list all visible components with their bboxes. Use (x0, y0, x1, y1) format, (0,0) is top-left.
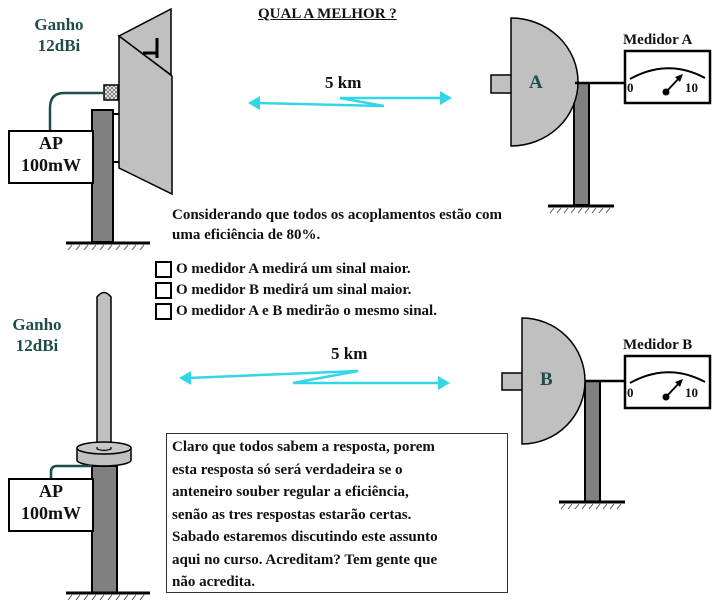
gain-label-line1: Ganho (34, 15, 84, 34)
answer-line: não acredita. (172, 574, 256, 590)
ap-box-top: AP 100mW (8, 130, 94, 184)
answer-line: anteneiro souber regular a eficiência, (172, 484, 409, 500)
answer-explanation-box: Claro que todos sabem a resposta, porem … (166, 433, 508, 593)
distance-label-top: 5 km (325, 73, 362, 92)
question-text: Considerando que todos os acoplamentos e… (172, 207, 503, 243)
cable-bottom-left (49, 464, 92, 478)
checkbox[interactable] (155, 282, 172, 299)
option-label: O medidor A medirá um sinal maior. (176, 261, 411, 277)
meter-b-scale-min: 0 (627, 385, 634, 400)
dish-label-b: B (540, 369, 553, 390)
ap-box-bottom: AP 100mW (8, 478, 94, 532)
ap-power: 100mW (21, 503, 81, 523)
feed-horn-a (490, 74, 513, 94)
option-same-signal[interactable]: O medidor A e B medirão o mesmo sinal. (155, 301, 437, 322)
page-title: QUAL A MELHOR ? (258, 6, 397, 22)
dish-antenna-a (510, 17, 579, 147)
meter-a-scale-max: 10 (685, 80, 698, 95)
gain-label-line2: 12dBi (37, 36, 81, 55)
option-b-bigger[interactable]: O medidor B medirá um sinal maior. (155, 280, 437, 301)
feed-horn-b (501, 372, 524, 391)
checkbox[interactable] (155, 303, 172, 320)
dish-antenna-b (521, 317, 586, 445)
distance-label-bottom: 5 km (331, 344, 368, 363)
option-a-bigger[interactable]: O medidor A medirá um sinal maior. (155, 259, 437, 280)
cable-top-left (48, 91, 104, 132)
omni-antenna (96, 291, 112, 448)
link-arrow-top (248, 91, 452, 110)
ap-power: 100mW (21, 155, 81, 175)
ap-label: AP (39, 133, 63, 153)
panel-antenna (118, 34, 173, 196)
answer-options: O medidor A medirá um sinal maior. O med… (155, 259, 437, 322)
gain-label-line1: Ganho (12, 315, 62, 334)
meter-b-title: Medidor B (623, 337, 693, 353)
top-left-antenna-setup (48, 7, 173, 251)
option-label: O medidor B medirá um sinal maior. (176, 282, 412, 298)
answer-line: aqui no curso. Acreditam? Tem gente que (172, 551, 438, 568)
mast-top-left (91, 109, 114, 243)
answer-line: Sabado estaremos discutindo este assunto (172, 529, 438, 545)
answer-line: senão as tres respostas estarão certas. (172, 506, 412, 523)
dish-b-setup (501, 317, 712, 510)
checkbox[interactable] (155, 261, 172, 278)
link-arrow-bottom (179, 369, 450, 390)
answer-line: Claro que todos sabem a resposta, porem (172, 439, 435, 455)
dish-label-a: A (529, 72, 543, 93)
ap-label: AP (39, 481, 63, 501)
connector-top-left (103, 84, 119, 101)
meter-b-scale-max: 10 (685, 385, 698, 400)
bottom-left-antenna-setup (49, 291, 150, 600)
meter-a-scale-min: 0 (627, 80, 634, 95)
option-label: O medidor A e B medirão o mesmo sinal. (176, 303, 437, 319)
gain-label-line2: 12dBi (15, 336, 59, 355)
meter-a-title: Medidor A (623, 32, 693, 48)
gain-label-bottom: Ganho 12dBi (0, 314, 74, 356)
dish-a-setup (490, 17, 712, 214)
ground-hatch-top-left (67, 244, 145, 251)
answer-line: esta resposta só será verdadeira se o (172, 461, 403, 478)
gain-label-top: Ganho 12dBi (14, 14, 104, 56)
